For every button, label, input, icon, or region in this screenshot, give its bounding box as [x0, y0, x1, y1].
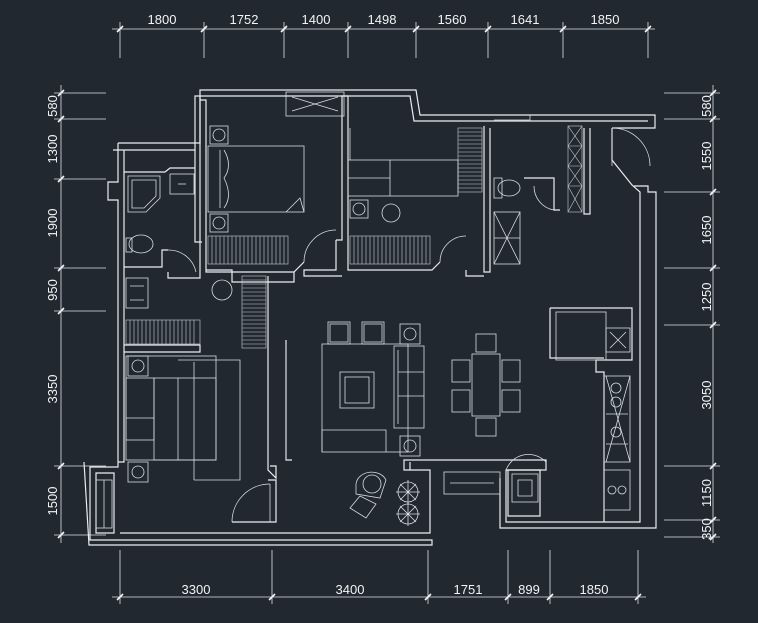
- dim-right-1: 580: [699, 95, 714, 117]
- dim-right-6: 1150: [699, 479, 714, 507]
- dim-left-6: 1500: [45, 487, 60, 516]
- dim-left-4: 950: [45, 279, 60, 301]
- dimension-lines: [54, 22, 720, 604]
- dimension-ticks: [57, 25, 717, 601]
- dimension-labels-left: 580 1300 1900 950 3350 1500: [45, 95, 60, 515]
- master-bedroom-furniture: [207, 125, 305, 233]
- dim-right-7: 350: [699, 518, 714, 540]
- dimension-labels-bottom: 3300 3400 1751 899 1850: [182, 582, 609, 597]
- dim-right-2: 1550: [699, 142, 714, 171]
- dim-top-4: 1498: [368, 12, 397, 27]
- dim-right-5: 3050: [699, 381, 714, 410]
- dim-bottom-4: 899: [518, 582, 540, 597]
- dim-bottom-3: 1751: [454, 582, 483, 597]
- doors: [167, 127, 651, 523]
- left-bathroom: [125, 173, 233, 309]
- dim-left-2: 1300: [45, 135, 60, 164]
- kitchen-fixtures: [511, 311, 631, 511]
- dimension-labels-right: 580 1550 1650 1250 3050 1150 350: [699, 95, 714, 540]
- dim-top-2: 1752: [230, 12, 259, 27]
- dim-right-3: 1650: [699, 216, 714, 245]
- dim-left-1: 580: [45, 95, 60, 117]
- dim-left-5: 3350: [45, 375, 60, 404]
- dim-bottom-1: 3300: [182, 582, 211, 597]
- dim-top-3: 1400: [302, 12, 331, 27]
- dim-top-7: 1850: [591, 12, 620, 27]
- top-right-bathroom: [493, 177, 521, 265]
- wardrobes: [125, 125, 583, 349]
- dim-right-4: 1250: [699, 283, 714, 312]
- dim-bottom-5: 1850: [580, 582, 609, 597]
- windows: [95, 91, 531, 529]
- dim-top-1: 1800: [148, 12, 177, 27]
- dining-table: [451, 333, 521, 437]
- plant-icons: [396, 480, 420, 526]
- lower-bedroom-furniture: [125, 355, 241, 483]
- dim-top-6: 1641: [511, 12, 540, 27]
- dim-left-3: 1900: [45, 209, 60, 238]
- dim-bottom-2: 3400: [336, 582, 365, 597]
- dimension-labels-top: 1800 1752 1400 1498 1560 1641 1850: [148, 12, 620, 27]
- second-bedroom-furniture: [347, 128, 459, 223]
- walls: [83, 89, 657, 546]
- dim-top-5: 1560: [438, 12, 467, 27]
- living-room-furniture: [285, 321, 425, 460]
- balcony-furniture: [349, 471, 387, 519]
